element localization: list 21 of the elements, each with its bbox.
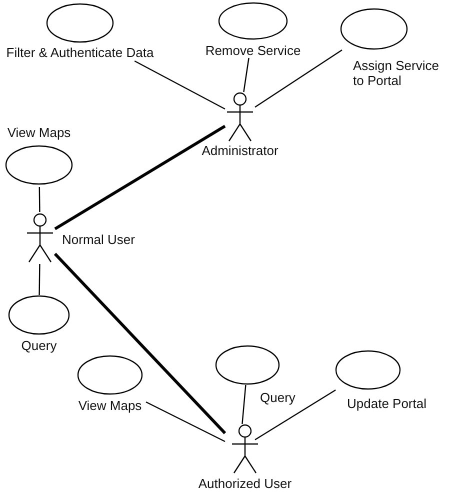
- actor-label: Normal User: [62, 232, 136, 247]
- association-line: [243, 58, 250, 92]
- association-line: [38, 187, 40, 212]
- association-line: [54, 252, 226, 434]
- association-line: [254, 50, 342, 108]
- association-line: [134, 60, 226, 110]
- actor-label: Authorized User: [197, 476, 293, 491]
- actor-label: Administrator: [200, 143, 280, 158]
- association-line: [54, 124, 226, 230]
- use-case-label: View Maps: [77, 398, 143, 413]
- use-case-label: View Maps: [6, 125, 72, 140]
- use-case-label: Remove Service: [204, 43, 302, 58]
- association-line: [146, 401, 226, 442]
- use-case-label: Update Portal: [347, 396, 428, 411]
- use-case-label: Assign Service to Portal: [353, 58, 440, 88]
- use-case-label: Query: [20, 338, 58, 353]
- use-case-label: Query: [260, 390, 296, 405]
- association-line: [254, 389, 336, 440]
- association-line: [242, 384, 246, 424]
- association-line: [38, 264, 40, 295]
- use-case-label: Filter & Authenticate Data: [5, 45, 155, 60]
